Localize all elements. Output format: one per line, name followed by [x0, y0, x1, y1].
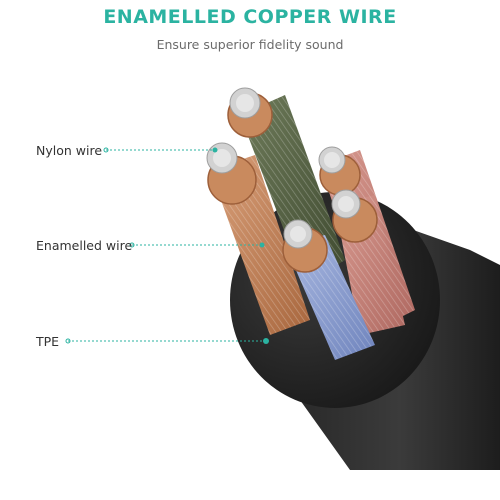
- wire-end-right: [318, 146, 361, 196]
- wire-end-top: [227, 87, 273, 138]
- page-subtitle: Ensure superior fidelity sound: [156, 37, 344, 52]
- wire-ends: [206, 87, 378, 273]
- tpe-label: TPE: [36, 334, 60, 349]
- callout-lines: [65, 147, 269, 344]
- wire-end-left: [206, 142, 257, 205]
- nylon-wire-label: Nylon wire: [36, 143, 103, 158]
- wire-end-center: [282, 219, 328, 273]
- page-title: ENAMELLED COPPER WIRE: [103, 6, 397, 28]
- wire-end-right-lower: [331, 189, 378, 243]
- enamelled-wire-label: Enamelled wire: [36, 238, 133, 253]
